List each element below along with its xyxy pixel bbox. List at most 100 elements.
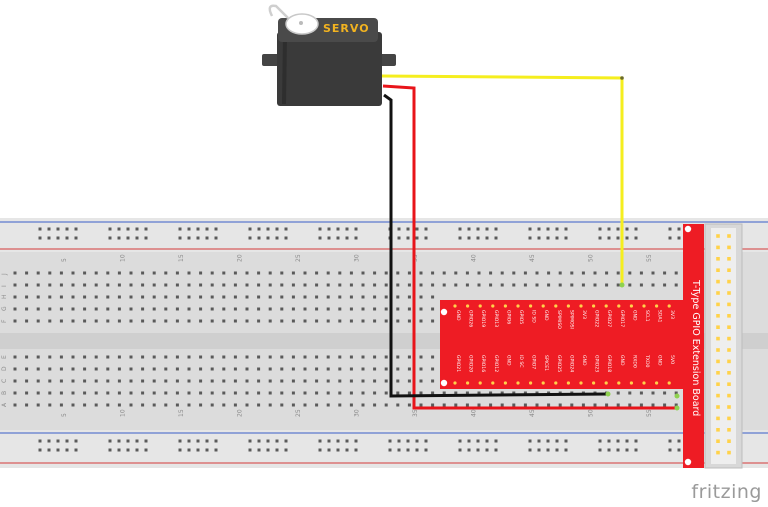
breadboard-hole [315,355,319,359]
breadboard-hole [233,367,237,371]
column-number: 15 [178,254,185,262]
pin-label: GND [543,310,549,321]
rail-hole [345,448,349,452]
breadboard-hole [419,403,423,407]
breadboard-hole [233,379,237,383]
breadboard-hole [326,271,330,275]
pin-label: GPIO27 [606,310,612,327]
breadboard-hole [175,283,179,287]
board-pin [491,381,495,385]
breadboard-hole [431,295,435,299]
breadboard-hole [628,271,632,275]
header-pin [716,325,720,329]
rail-hole [555,227,559,231]
ground-wire [383,93,609,398]
breadboard-hole [71,403,75,407]
row-letter: B [1,391,8,395]
board-pin [554,304,558,308]
breadboard-hole [257,307,261,311]
breadboard-hole [13,379,17,383]
breadboard-hole [338,403,342,407]
rail-hole [677,227,681,231]
breadboard-hole [303,403,307,407]
breadboard-hole [164,271,168,275]
rail-hole [616,439,620,443]
breadboard-hole [94,307,98,311]
rail-hole [336,439,340,443]
rail-hole [564,448,568,452]
rail-hole [214,448,218,452]
breadboard-hole [512,403,516,407]
column-number: 20 [237,254,244,262]
breadboard-hole [59,295,63,299]
breadboard-hole [233,319,237,323]
breadboard-hole [454,403,458,407]
breadboard-hole [59,319,63,323]
breadboard-hole [280,355,284,359]
breadboard-hole [187,283,191,287]
breadboard-hole [129,295,133,299]
breadboard-hole [465,283,469,287]
breadboard-hole [663,403,667,407]
rail-hole [494,448,498,452]
breadboard-hole [361,355,365,359]
breadboard-hole [431,307,435,311]
breadboard-hole [268,307,272,311]
rail-hole [284,448,288,452]
column-number: 40 [471,409,478,417]
breadboard-hole [396,319,400,323]
breadboard-hole [628,391,632,395]
rail-hole [214,227,218,231]
header-pin [727,302,731,307]
header-pin [716,428,720,432]
breadboard-hole [222,391,226,395]
rail-hole [668,227,672,231]
header-pin [727,291,731,295]
rail-hole [616,227,620,231]
breadboard-hole [199,391,203,395]
breadboard-hole [210,283,214,287]
breadboard-hole [141,367,145,371]
breadboard-hole [152,403,156,407]
rail-hole [178,439,182,443]
board-pin [579,304,583,308]
pin-label: 3V3 [581,310,587,319]
breadboard-hole [326,319,330,323]
header-pin [716,257,720,261]
breadboard-hole [106,379,110,383]
pin-label: SPICE1 [543,355,549,371]
rail-hole [284,236,288,240]
breadboard-hole [222,355,226,359]
pin-label: ID SD [531,310,537,323]
rail-hole [65,227,69,231]
breadboard-hole [396,379,400,383]
breadboard-hole [361,283,365,287]
board-pin [667,381,671,385]
breadboard-hole [593,271,597,275]
breadboard-hole [141,379,145,383]
rail-hole [135,227,139,231]
rail-hole [196,236,200,240]
breadboard-hole [268,403,272,407]
breadboard-hole [431,319,435,323]
board-pin [453,381,457,385]
header-pin [716,450,720,455]
breadboard-hole [94,271,98,275]
breadboard-hole [94,283,98,287]
rail-hole [275,439,279,443]
rail-hole [275,227,279,231]
row-letter: J [1,273,8,276]
breadboard-hole [141,355,145,359]
rail-hole [257,439,261,443]
header-pin [727,336,731,341]
breadboard-hole [558,271,562,275]
rail-hole [668,439,672,443]
pin-label: SDA1 [657,310,663,323]
bottom-power-rail [0,430,768,468]
breadboard-hole [175,307,179,311]
header-pin [716,302,720,307]
breadboard-hole [129,271,133,275]
rail-hole [424,236,428,240]
rail-hole [327,448,331,452]
header-pin [716,439,720,443]
